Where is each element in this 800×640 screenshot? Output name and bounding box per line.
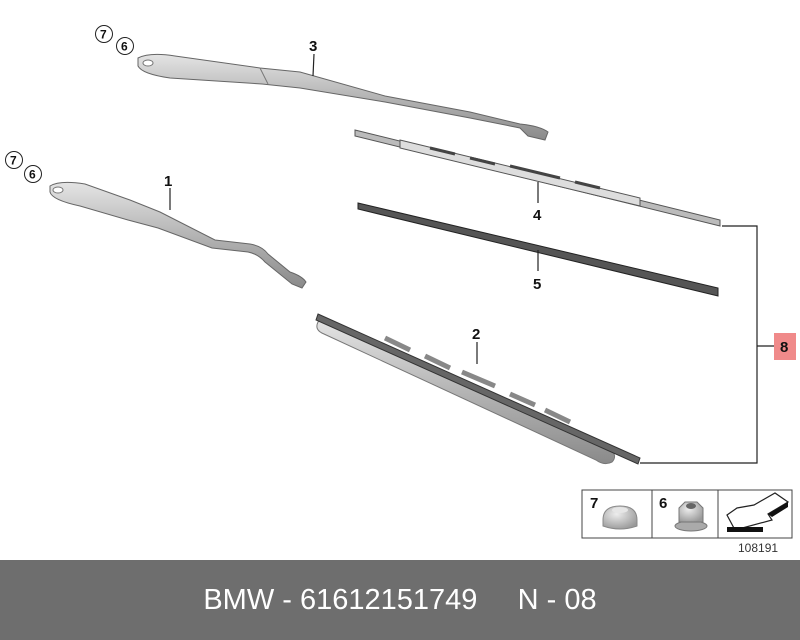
callout-6-front: 6 <box>29 168 36 182</box>
legend-label-6: 6 <box>659 495 667 512</box>
legend-box: 7 6 <box>581 489 793 539</box>
footer-part-number: BMW - 61612151749 N - 08 <box>0 560 800 640</box>
callout-1: 1 <box>164 173 172 190</box>
cap-icon <box>602 505 638 530</box>
legend-label-7: 7 <box>590 495 598 512</box>
callout-8-highlight <box>774 333 796 360</box>
callout-8: 8 <box>780 339 788 356</box>
direction-arrow-icon <box>726 492 790 532</box>
callout-7-rear: 7 <box>100 28 107 42</box>
callout-2: 2 <box>472 326 480 343</box>
callout-6-rear: 6 <box>121 40 128 54</box>
parts-diagram: 3 7 6 1 7 6 4 5 2 8 7 <box>5 25 796 555</box>
wiper-blade-frame[interactable] <box>354 129 721 227</box>
wiper-arm-rear[interactable] <box>137 53 549 141</box>
callout-7-front: 7 <box>10 154 17 168</box>
wiper-arm-front[interactable] <box>49 181 307 289</box>
callout-4: 4 <box>533 207 542 224</box>
reference-number: 108191 <box>738 541 778 555</box>
nut-icon <box>674 501 708 532</box>
wiper-blade[interactable] <box>315 313 641 465</box>
callout-5: 5 <box>533 276 541 293</box>
callout-3: 3 <box>309 38 317 55</box>
wiper-rubber-insert[interactable] <box>357 202 719 297</box>
